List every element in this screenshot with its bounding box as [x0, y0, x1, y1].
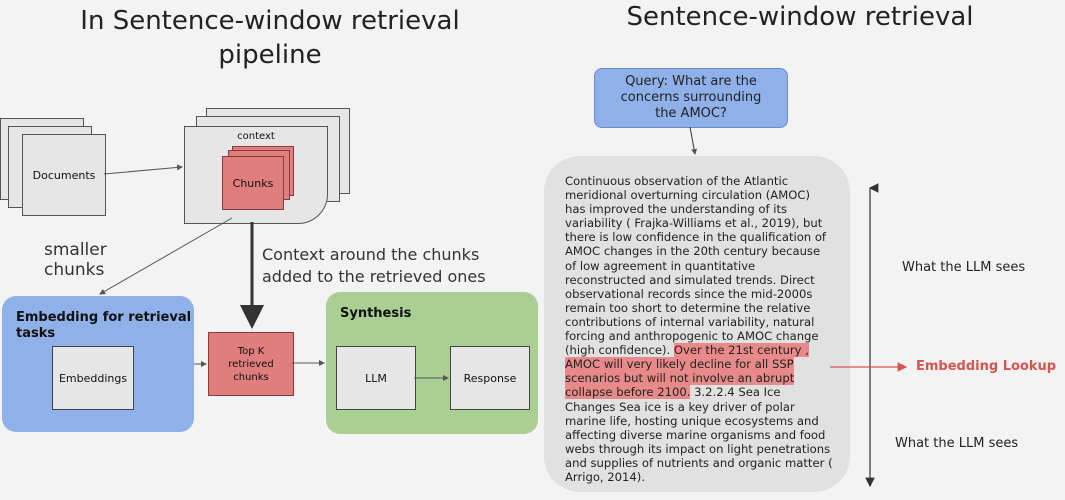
chunks-label: Chunks [232, 176, 274, 190]
right-title: Sentence-window retrieval [626, 2, 974, 32]
passage-text: Continuous observation of the Atlantic m… [565, 174, 833, 484]
response-label: Response [463, 371, 517, 385]
documents-label: Documents [32, 168, 96, 182]
embedding-panel: Embedding for retrieval tasks Embeddings [2, 296, 194, 432]
arrow-query-to-passage [689, 126, 698, 155]
embedding-lookup-label: Embedding Lookup [916, 359, 1057, 374]
query-text: Query: What are the concerns surrounding… [620, 74, 762, 121]
topk-label: Top K retrieved chunks [228, 345, 274, 383]
context-around-label: Context around the chunks added to the r… [262, 245, 486, 286]
context-label: context [237, 131, 275, 142]
smaller-chunks-label: smaller chunks [44, 240, 107, 280]
llm-label: LLM [365, 371, 387, 385]
response-box: Response [450, 346, 530, 410]
passage-before: Continuous observation of the Atlantic m… [565, 174, 827, 358]
passage-box: Continuous observation of the Atlantic m… [544, 156, 850, 492]
embedding-title: Embedding for retrieval tasks [16, 310, 192, 341]
llm-sees-top: What the LLM sees [902, 260, 1026, 275]
arrow-docs-to-context [103, 164, 183, 175]
topk-box: Top K retrieved chunks [208, 332, 294, 396]
passage-after: 3.2.2.4 Sea Ice Changes Sea ice is a key… [565, 385, 833, 484]
query-box: Query: What are the concerns surrounding… [594, 68, 788, 128]
synthesis-panel: Synthesis LLM Response [326, 292, 538, 434]
arrow-context-to-embedding [99, 217, 233, 295]
embeddings-label: Embeddings [58, 371, 128, 385]
llm-box: LLM [336, 346, 416, 410]
left-title: In Sentence-window retrieval pipeline [80, 6, 460, 70]
embeddings-box: Embeddings [52, 346, 134, 410]
llm-sees-bottom: What the LLM sees [895, 436, 1019, 451]
synthesis-title: Synthesis [340, 306, 412, 321]
